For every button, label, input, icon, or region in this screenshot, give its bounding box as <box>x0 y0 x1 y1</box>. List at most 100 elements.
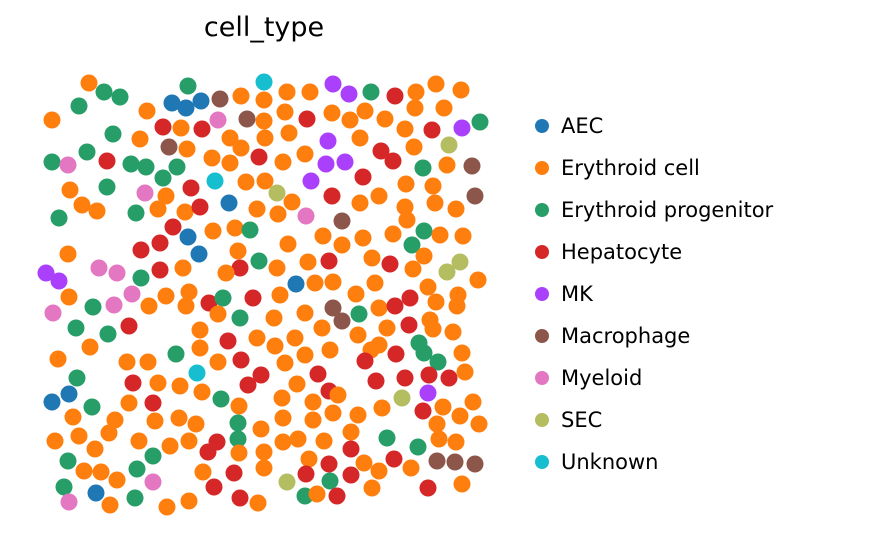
data-point <box>120 394 138 412</box>
data-point <box>323 187 341 205</box>
data-point <box>104 125 122 143</box>
data-point <box>126 489 144 507</box>
data-point <box>298 110 316 128</box>
data-point <box>446 453 464 471</box>
data-point <box>271 286 289 304</box>
data-point <box>286 329 304 347</box>
data-point <box>151 234 169 252</box>
data-point <box>244 289 262 307</box>
data-point <box>415 344 433 362</box>
data-point <box>193 120 211 138</box>
data-point <box>268 259 286 277</box>
data-point <box>248 329 266 347</box>
data-point <box>255 112 273 130</box>
data-point <box>378 429 396 447</box>
data-point <box>289 430 307 448</box>
legend-item-myeloid: Myeloid <box>535 357 773 399</box>
data-point <box>78 143 96 161</box>
data-point <box>470 415 488 433</box>
legend-label: Unknown <box>561 449 659 474</box>
data-point <box>273 389 291 407</box>
data-point <box>444 323 462 341</box>
data-point <box>111 88 129 106</box>
data-point <box>49 350 67 368</box>
data-point <box>252 420 270 438</box>
data-point <box>340 85 358 103</box>
data-point <box>447 433 465 451</box>
data-point <box>456 363 474 381</box>
data-point <box>366 274 384 292</box>
data-point <box>160 138 178 156</box>
data-point <box>424 320 442 338</box>
data-point <box>280 124 298 142</box>
data-point <box>164 218 182 236</box>
data-point <box>453 475 471 493</box>
data-point <box>301 83 319 101</box>
data-point <box>221 154 239 172</box>
data-point <box>328 487 346 505</box>
data-point <box>230 397 248 415</box>
data-point <box>98 178 116 196</box>
data-point <box>404 260 422 278</box>
data-point <box>191 198 209 216</box>
data-point <box>386 297 404 315</box>
legend-item-erythroid-progenitor: Erythroid progenitor <box>535 189 773 231</box>
data-point <box>170 409 188 427</box>
data-point <box>297 465 315 483</box>
legend-label: Erythroid cell <box>561 155 700 180</box>
data-point <box>209 111 227 129</box>
data-point <box>372 142 390 160</box>
data-point <box>179 77 197 95</box>
data-point <box>237 173 255 191</box>
data-point <box>188 364 206 382</box>
data-point <box>333 212 351 230</box>
data-point <box>180 432 198 450</box>
data-point <box>252 366 270 384</box>
data-point <box>296 304 314 322</box>
data-point <box>55 478 73 496</box>
data-point <box>428 415 446 433</box>
data-point <box>466 455 484 473</box>
data-point <box>60 385 78 403</box>
data-point <box>46 432 64 450</box>
data-point <box>191 321 209 339</box>
data-point <box>122 155 140 173</box>
legend-label: MK <box>561 281 593 306</box>
data-point <box>276 103 294 121</box>
data-point <box>176 203 194 221</box>
data-point <box>406 99 424 117</box>
data-point <box>451 253 469 271</box>
data-point <box>130 432 148 450</box>
legend-label: Myeloid <box>561 365 643 390</box>
data-point <box>362 83 380 101</box>
data-point <box>157 187 175 205</box>
data-point <box>356 352 374 370</box>
data-point <box>320 455 338 473</box>
data-point <box>128 460 146 478</box>
data-point <box>140 297 158 315</box>
data-point <box>341 111 359 129</box>
data-point <box>428 452 446 470</box>
data-point <box>427 293 445 311</box>
data-point <box>317 155 335 173</box>
data-point <box>206 172 224 190</box>
data-point <box>187 415 205 433</box>
data-point <box>398 211 416 229</box>
data-point <box>396 369 414 387</box>
data-point <box>287 275 305 293</box>
data-point <box>401 289 419 307</box>
data-point <box>204 222 222 240</box>
data-point <box>453 344 471 362</box>
legend-item-sec: SEC <box>535 399 773 441</box>
data-point <box>324 299 342 317</box>
data-point <box>232 351 250 369</box>
data-point <box>199 443 217 461</box>
data-point <box>137 158 155 176</box>
data-point <box>355 454 373 472</box>
data-point <box>347 285 365 303</box>
data-point <box>151 261 169 279</box>
data-point <box>157 287 175 305</box>
legend-label: AEC <box>561 113 604 138</box>
